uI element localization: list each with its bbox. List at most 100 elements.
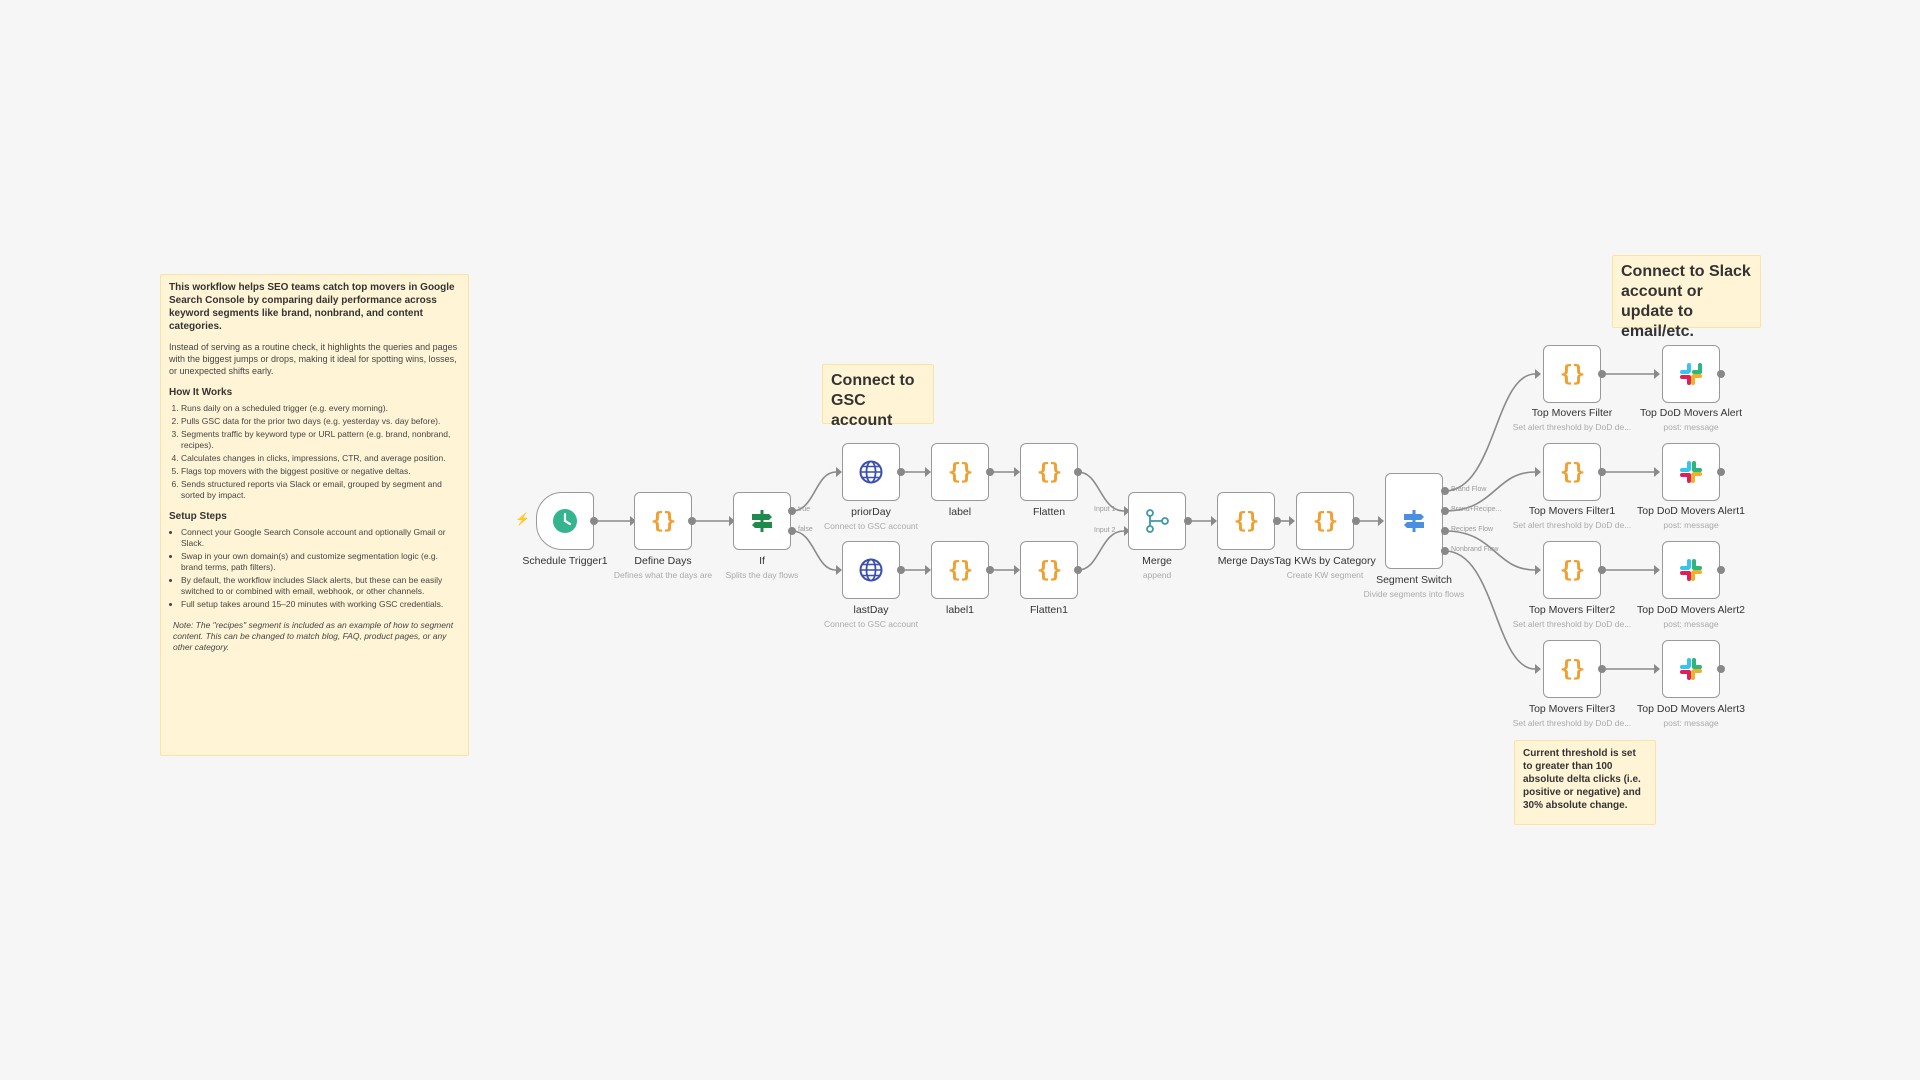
description-paragraph: Instead of serving as a routine check, i… <box>169 342 458 376</box>
how-it-works-title: How It Works <box>169 387 233 398</box>
output-port[interactable] <box>1598 468 1606 476</box>
node-top-movers-filter2[interactable]: {} <box>1543 541 1601 599</box>
sticky-note-threshold[interactable]: Current threshold is set to greater than… <box>1514 740 1656 825</box>
switch-signpost-icon <box>1404 510 1424 532</box>
node-subtitle: Splits the day flows <box>725 570 799 580</box>
output-port[interactable] <box>1598 370 1606 378</box>
sticky-note-description[interactable]: This workflow helps SEO teams catch top … <box>160 274 469 756</box>
output-port[interactable] <box>1717 468 1725 476</box>
node-define-days[interactable]: {} <box>634 492 692 550</box>
node-if[interactable] <box>733 492 791 550</box>
node-label: priorDay <box>851 506 891 518</box>
output-port[interactable] <box>986 566 994 574</box>
node-subtitle: Set alert threshold by DoD de... <box>1512 520 1632 530</box>
node-label1-code[interactable]: {} <box>931 541 989 599</box>
node-top-movers-filter3[interactable]: {} <box>1543 640 1601 698</box>
node-label: Define Days <box>634 555 692 567</box>
node-label: Top DoD Movers Alert2 <box>1637 604 1745 616</box>
slack-icon <box>1680 559 1702 581</box>
edge-label-nonbrand-flow: Nonbrand Flow <box>1451 546 1499 553</box>
node-tag-kws[interactable]: {} <box>1296 492 1354 550</box>
node-label: Tag KWs by Category <box>1274 555 1376 567</box>
node-subtitle: post: message <box>1663 619 1719 629</box>
node-label: Top Movers Filter2 <box>1528 604 1616 616</box>
code-braces-icon: {} <box>1036 557 1062 583</box>
code-braces-icon: {} <box>947 557 973 583</box>
output-port[interactable] <box>1598 566 1606 574</box>
node-label: Merge Days <box>1217 555 1275 567</box>
output-port[interactable] <box>688 517 696 525</box>
output-port[interactable] <box>1598 665 1606 673</box>
node-subtitle: Set alert threshold by DoD de... <box>1512 718 1632 728</box>
edge-flatten-merge <box>1077 471 1125 512</box>
sticky-note-slack[interactable]: Connect to Slack account or update to em… <box>1612 255 1761 340</box>
edge-switch-filter2 <box>1444 530 1536 571</box>
trigger-bolt-icon: ⚡ <box>515 512 530 526</box>
node-label: If <box>759 555 765 567</box>
node-schedule-trigger[interactable] <box>536 492 594 550</box>
output-port-false[interactable] <box>788 527 796 535</box>
edge-label-true: true <box>798 506 811 513</box>
output-port-brand[interactable] <box>1441 487 1449 495</box>
code-braces-icon: {} <box>1559 459 1585 485</box>
node-subtitle: Set alert threshold by DoD de... <box>1512 422 1632 432</box>
output-port[interactable] <box>1273 517 1281 525</box>
output-port[interactable] <box>1717 665 1725 673</box>
edge-label-false: false <box>798 526 813 533</box>
edge-if-last <box>791 530 837 571</box>
output-port-true[interactable] <box>788 507 796 515</box>
node-last-day[interactable] <box>842 541 900 599</box>
output-port-nonbrand[interactable] <box>1441 547 1449 555</box>
output-port-recipes[interactable] <box>1441 527 1449 535</box>
node-subtitle: post: message <box>1663 520 1719 530</box>
how-item: Flags top movers with the biggest positi… <box>181 466 460 477</box>
output-port[interactable] <box>897 468 905 476</box>
node-top-dod-movers-alert[interactable] <box>1662 345 1720 403</box>
edge-flatten1-merge <box>1077 530 1125 571</box>
sticky-gsc-text: Connect to GSC account <box>831 372 915 429</box>
output-port[interactable] <box>590 517 598 525</box>
sticky-note-gsc[interactable]: Connect to GSC account <box>822 364 934 429</box>
node-label: Flatten1 <box>1030 604 1068 616</box>
output-port[interactable] <box>897 566 905 574</box>
setup-item: Full setup takes around 15–20 minutes wi… <box>181 599 460 610</box>
node-merge[interactable] <box>1128 492 1186 550</box>
how-item: Pulls GSC data for the prior two days (e… <box>181 416 460 427</box>
node-subtitle: Connect to GSC account <box>823 619 919 629</box>
code-braces-icon: {} <box>1036 459 1062 485</box>
node-top-movers-filter[interactable]: {} <box>1543 345 1601 403</box>
node-label: Segment Switch <box>1376 574 1452 586</box>
globe-icon <box>859 558 883 582</box>
edge-label-recipes-flow: Recipes Flow <box>1451 526 1494 533</box>
output-port[interactable] <box>1074 566 1082 574</box>
output-port[interactable] <box>1717 566 1725 574</box>
edge-switch-filter3 <box>1444 550 1536 670</box>
node-label: label1 <box>945 604 975 616</box>
output-port[interactable] <box>986 468 994 476</box>
code-braces-icon: {} <box>1233 508 1259 534</box>
node-top-movers-filter1[interactable]: {} <box>1543 443 1601 501</box>
edge-if-prior <box>791 471 837 512</box>
edge-label-input1: Input 1 <box>1094 506 1116 513</box>
output-port-brand-recipe[interactable] <box>1441 507 1449 515</box>
node-label-code[interactable]: {} <box>931 443 989 501</box>
node-segment-switch[interactable] <box>1385 473 1443 569</box>
node-merge-days[interactable]: {} <box>1217 492 1275 550</box>
node-subtitle: append <box>1142 570 1172 580</box>
output-port[interactable] <box>1074 468 1082 476</box>
node-label: lastDay <box>853 604 889 616</box>
node-prior-day[interactable] <box>842 443 900 501</box>
node-flatten[interactable]: {} <box>1020 443 1078 501</box>
node-top-dod-movers-alert1[interactable] <box>1662 443 1720 501</box>
node-top-dod-movers-alert2[interactable] <box>1662 541 1720 599</box>
edge-label-brand-recipe: Brand+Recipe... <box>1451 506 1502 513</box>
code-braces-icon: {} <box>947 459 973 485</box>
sticky-slack-text: Connect to Slack account or update to em… <box>1621 263 1751 340</box>
output-port[interactable] <box>1184 517 1192 525</box>
output-port[interactable] <box>1352 517 1360 525</box>
node-flatten1[interactable]: {} <box>1020 541 1078 599</box>
output-port[interactable] <box>1717 370 1725 378</box>
node-subtitle: Create KW segment <box>1286 570 1364 580</box>
node-top-dod-movers-alert3[interactable] <box>1662 640 1720 698</box>
code-braces-icon: {} <box>1559 361 1585 387</box>
